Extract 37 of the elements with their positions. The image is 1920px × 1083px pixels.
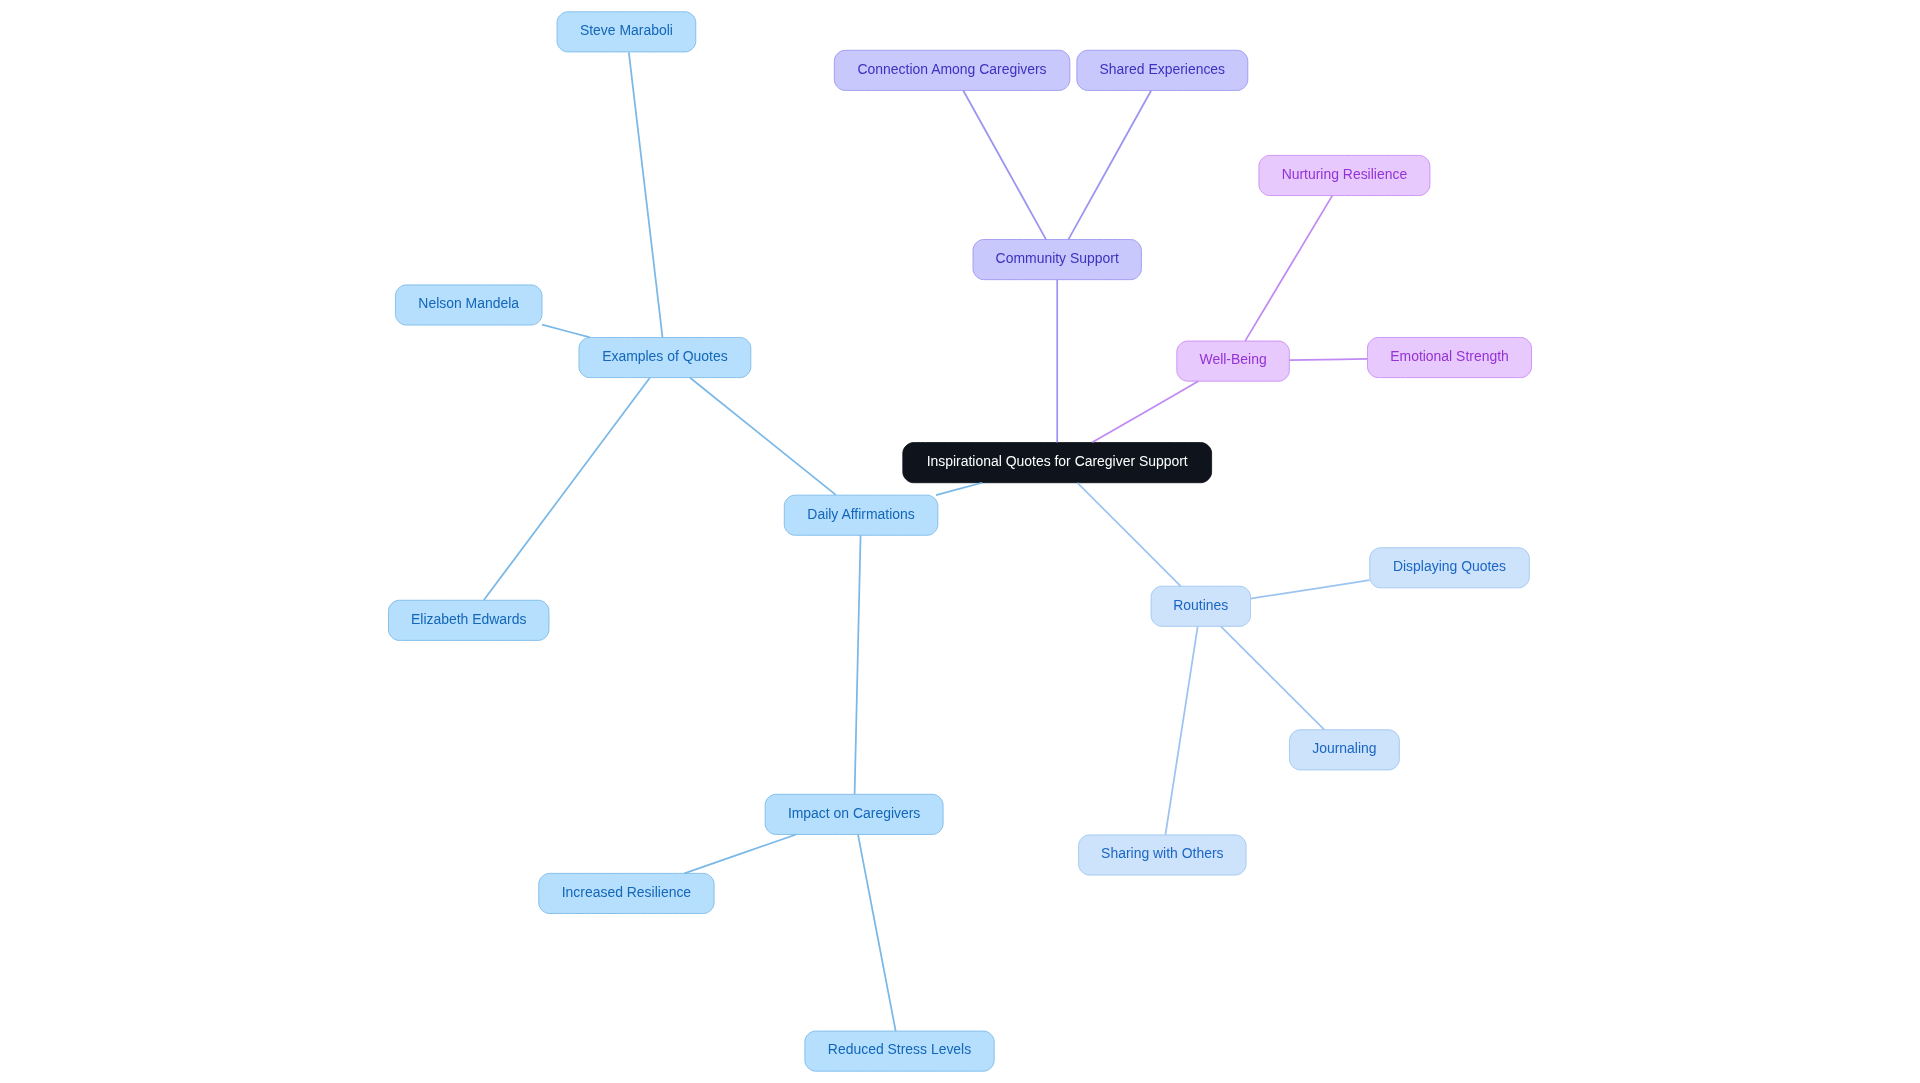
- connector: [1067, 89, 1152, 241]
- node-box: Inspirational Quotes for Caregiver Support: [902, 442, 1213, 484]
- connector: [1220, 625, 1326, 731]
- node-box: Impact on Caregivers: [764, 793, 944, 835]
- connector: [962, 89, 1047, 241]
- connector: [1164, 625, 1199, 836]
- node-box: Well-Being: [1176, 340, 1290, 382]
- connector: [1076, 482, 1182, 587]
- node-box: Increased Resilience: [538, 872, 715, 914]
- connector: [627, 51, 664, 339]
- node-box: Emotional Strength: [1367, 337, 1532, 379]
- connector: [935, 481, 984, 496]
- node-box: Connection Among Caregivers: [833, 49, 1071, 91]
- connector: [1056, 278, 1059, 444]
- node-box: Routines: [1150, 585, 1251, 627]
- connector: [1244, 194, 1334, 342]
- node-box: Displaying Quotes: [1369, 547, 1530, 589]
- connector: [857, 833, 897, 1032]
- node-box: Daily Affirmations: [783, 494, 939, 536]
- connector: [689, 376, 837, 496]
- connector: [541, 323, 591, 339]
- node-box: Community Support: [972, 239, 1142, 281]
- connector: [683, 833, 797, 875]
- node-box: Sharing with Others: [1078, 834, 1247, 876]
- connector: [853, 534, 862, 795]
- node-box: Nurturing Resilience: [1258, 154, 1431, 196]
- node-box: Steve Maraboli: [556, 11, 697, 53]
- node-box: Journaling: [1289, 729, 1400, 771]
- node-box: Shared Experiences: [1076, 49, 1249, 91]
- node-box: Examples of Quotes: [578, 337, 752, 379]
- node-box: Nelson Mandela: [395, 284, 543, 326]
- node-box: Elizabeth Edwards: [388, 599, 550, 641]
- connector: [1249, 579, 1371, 600]
- connector: [1288, 358, 1369, 362]
- connector: [483, 376, 651, 601]
- connector: [1091, 380, 1200, 444]
- node-box: Reduced Stress Levels: [804, 1030, 995, 1072]
